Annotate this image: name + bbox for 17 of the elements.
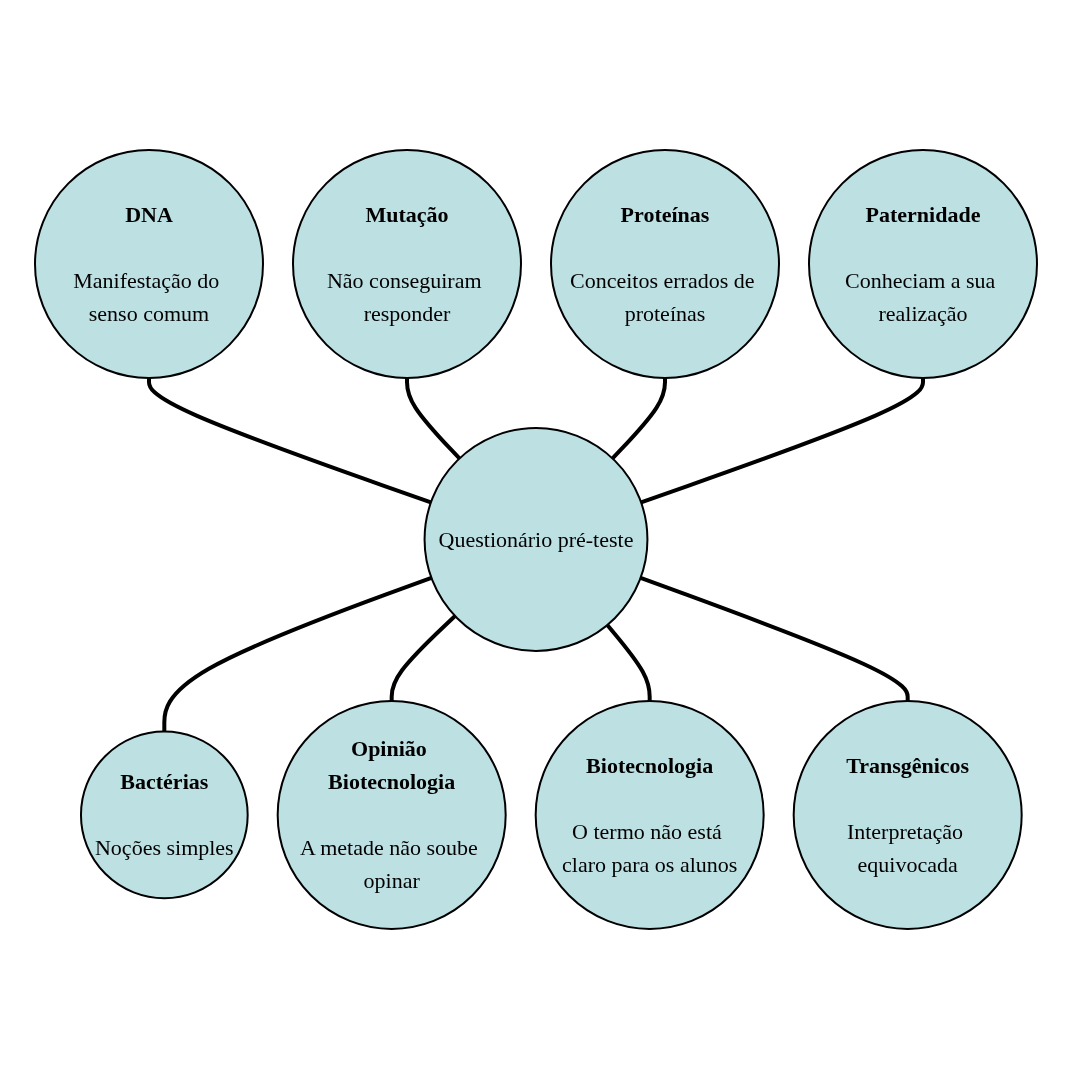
node-circle: Paternidade Conheciam a sua realização: [808, 149, 1038, 380]
connector: [389, 614, 457, 701]
connector: [162, 576, 433, 732]
connector: [605, 623, 652, 701]
connector: [639, 576, 910, 701]
node-circle: Mutação Não conseguiram responder: [292, 149, 522, 380]
node-circle: Biotecnologia O termo não está claro para os alunos: [534, 699, 765, 930]
node-circle: Transgênicos Interpretação equivocada: [792, 699, 1023, 930]
connector: [611, 378, 667, 460]
connector: [147, 378, 432, 505]
connector: [405, 378, 461, 460]
node-circle: Opinião Biotecnologia A metade não soube opinar: [276, 699, 507, 930]
node-circle: Bactérias Noções simples: [79, 730, 249, 900]
connector: [640, 378, 925, 505]
node-circle: DNA Manifestação do senso comum: [34, 149, 264, 380]
node-circle: Proteínas Conceitos errados de proteínas: [550, 149, 780, 380]
node-circle: Questionário pré-teste: [423, 427, 649, 652]
